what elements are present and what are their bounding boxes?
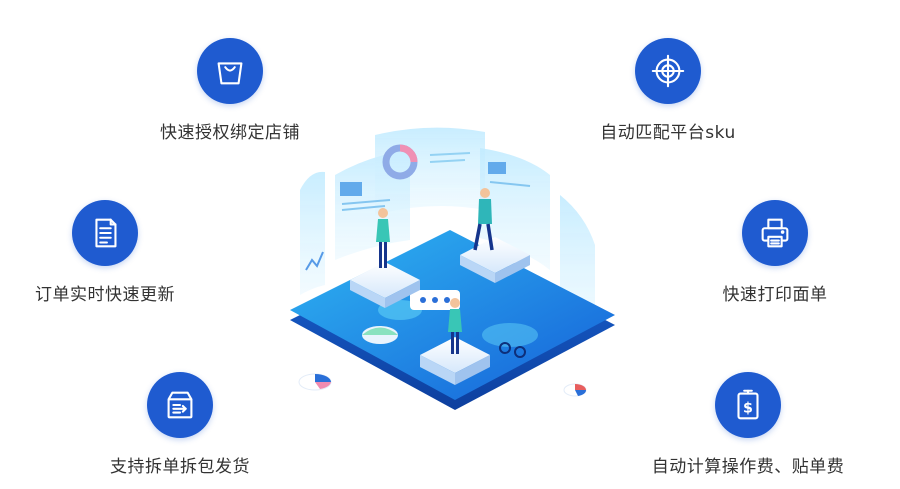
feature-label: 快速打印面单 xyxy=(722,285,828,305)
dollar-tag-icon: $ xyxy=(715,372,781,438)
feature-label: 自动匹配平台sku xyxy=(600,123,736,143)
feature-split-shipment: 支持拆单拆包发货 xyxy=(80,372,280,477)
shopping-bag-icon xyxy=(197,38,263,104)
feature-sku-matching: 自动匹配平台sku xyxy=(568,38,768,143)
svg-text:$: $ xyxy=(743,401,753,417)
crosshair-target-icon xyxy=(635,38,701,104)
feature-label: 快速授权绑定店铺 xyxy=(160,123,300,143)
feature-fee-calculation: $ 自动计算操作费、贴单费 xyxy=(628,372,868,477)
feature-label: 订单实时快速更新 xyxy=(35,285,175,305)
person-figures xyxy=(376,188,494,354)
document-list-icon xyxy=(72,200,138,266)
floating-pie-charts xyxy=(298,373,587,397)
isometric-platform-illustration xyxy=(290,127,615,410)
feature-label: 支持拆单拆包发货 xyxy=(110,457,250,477)
feature-label: 自动计算操作费、贴单费 xyxy=(651,457,845,477)
raised-blocks xyxy=(350,237,530,385)
feature-shop-binding: 快速授权绑定店铺 xyxy=(130,38,330,143)
feature-order-update: 订单实时快速更新 xyxy=(20,200,190,305)
printer-icon xyxy=(742,200,808,266)
package-export-icon xyxy=(147,372,213,438)
feature-print-label: 快速打印面单 xyxy=(690,200,860,305)
